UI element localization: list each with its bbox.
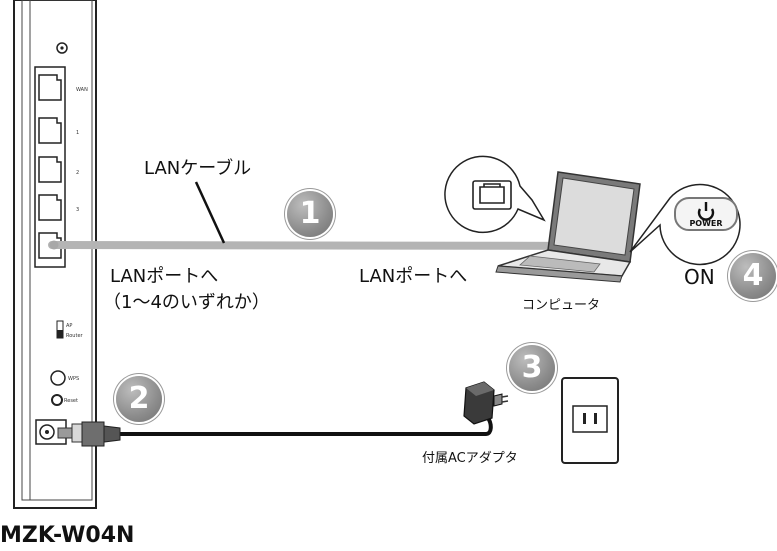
- step-3-badge: 3: [509, 345, 555, 391]
- port-label-2: 2: [76, 170, 80, 176]
- ethernet-port-wan-icon: [38, 74, 62, 101]
- model-name: MZK-W04N: [0, 523, 135, 548]
- power-button-callout: POWER: [629, 183, 741, 266]
- pc-lan-port-label: LANポートへ: [359, 266, 468, 287]
- lan-cable: [48, 240, 622, 250]
- cable-label-leader: [194, 181, 226, 244]
- power-cable: [57, 416, 493, 447]
- wps-label: WPS: [68, 376, 80, 382]
- switch-label-router: Router: [66, 333, 83, 339]
- on-label: ON: [684, 265, 715, 289]
- computer-label: コンピュータ: [522, 298, 601, 313]
- power-label: POWER: [689, 219, 722, 228]
- step-2-badge: 2: [116, 376, 162, 422]
- router-lan-port-label: LANポートへ: [110, 266, 219, 287]
- ac-adapter-icon: [463, 381, 509, 425]
- ethernet-port-4-icon: [38, 232, 62, 259]
- lan-cable-label: LANケーブル: [144, 158, 252, 179]
- ethernet-port-2-icon: [38, 156, 62, 183]
- power-button-icon: [674, 197, 738, 231]
- router-lan-port-note: （1〜4のいずれか）: [103, 292, 270, 313]
- port-label-1: 1: [76, 130, 80, 136]
- antenna-jack-icon: [56, 42, 68, 54]
- step-4-badge: 4: [730, 253, 776, 299]
- reset-label: Reset: [64, 398, 78, 404]
- ethernet-port-callout-icon: [472, 180, 512, 210]
- ac-adapter-label: 付属ACアダプタ: [422, 451, 518, 466]
- reset-button-icon: [51, 394, 63, 406]
- switch-label-ap: AP: [66, 323, 73, 329]
- port-label-wan: WAN: [76, 87, 88, 93]
- router-back-panel: [13, 0, 97, 509]
- wall-outlet-icon: [561, 377, 619, 464]
- lan-port-callout: [444, 155, 546, 234]
- step-1-badge: 1: [287, 191, 333, 237]
- laptop-computer-icon: [495, 171, 641, 283]
- wps-button-icon: [50, 370, 66, 386]
- port-label-3: 3: [76, 207, 80, 213]
- ethernet-port-1-icon: [38, 117, 62, 144]
- ethernet-port-3-icon: [38, 194, 62, 221]
